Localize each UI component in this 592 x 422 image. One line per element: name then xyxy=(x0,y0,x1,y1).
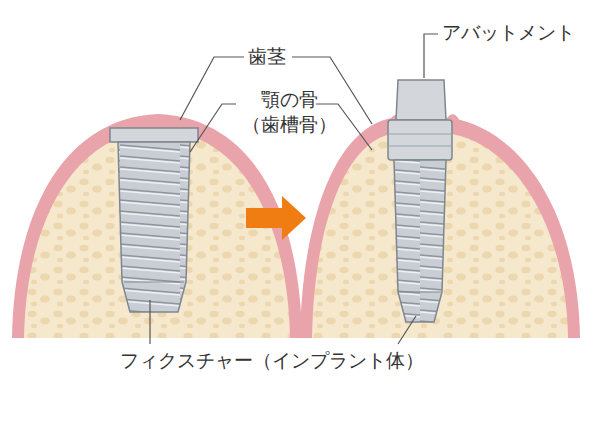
arrow xyxy=(246,196,306,240)
gum xyxy=(300,118,580,338)
gum-label: 歯茎 xyxy=(248,44,286,69)
jaw-bone xyxy=(24,130,290,338)
jaw-bone xyxy=(312,134,568,338)
bone-label: 顎の骨 （歯槽骨） xyxy=(238,87,340,136)
fixture-label: フィクスチャー（インプラント体） xyxy=(120,348,424,373)
abutment-label: アバットメント xyxy=(442,20,575,45)
implant xyxy=(388,80,452,322)
fixture xyxy=(110,128,198,312)
leader-lines xyxy=(150,34,438,344)
